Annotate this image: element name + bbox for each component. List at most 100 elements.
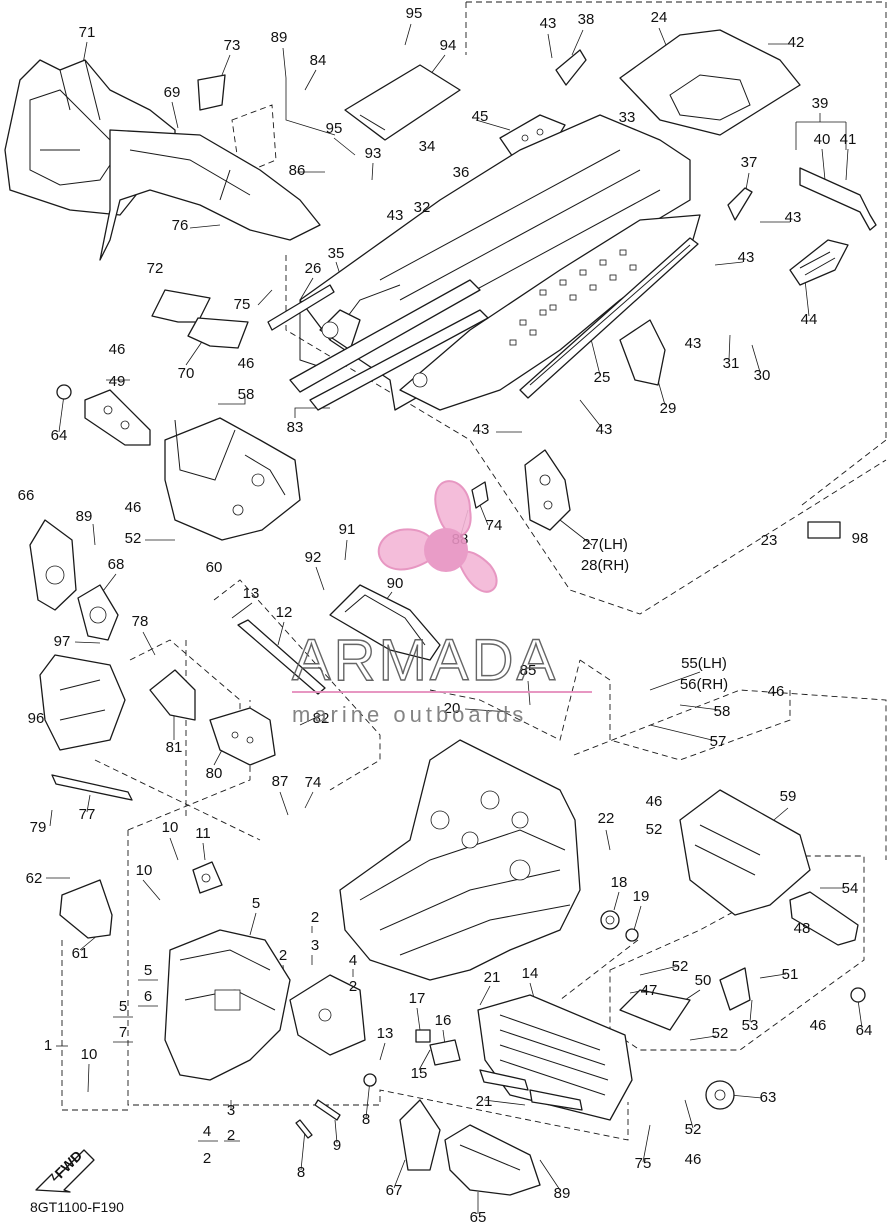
callout-9: 9 xyxy=(333,1137,341,1154)
callout-4: 4 xyxy=(349,952,357,969)
callout-50: 50 xyxy=(695,972,712,989)
part-18-19-bearing xyxy=(600,910,639,942)
callout-49: 49 xyxy=(109,373,126,390)
callout-31: 31 xyxy=(723,355,740,372)
callout-40: 40 xyxy=(814,131,831,148)
callout-52: 52 xyxy=(672,958,689,975)
callout-95: 95 xyxy=(326,120,343,137)
callout-18: 18 xyxy=(611,874,628,891)
callout-70: 70 xyxy=(178,365,195,382)
part-96-guard xyxy=(39,654,126,751)
callout-60: 60 xyxy=(206,559,223,576)
callout-46: 46 xyxy=(125,499,142,516)
callout-13: 13 xyxy=(377,1025,394,1042)
callout-43: 43 xyxy=(540,15,557,32)
callout-61: 61 xyxy=(72,945,89,962)
diagram-code: 8GT1100-F190 xyxy=(30,1199,124,1215)
callout-89: 89 xyxy=(554,1185,571,1202)
callout-26: 26 xyxy=(305,260,322,277)
callout-98: 98 xyxy=(852,530,869,547)
callout-8: 8 xyxy=(362,1111,370,1128)
callout-67: 67 xyxy=(386,1182,403,1199)
tunnel-vent-holes xyxy=(509,249,637,346)
part-66-cover xyxy=(29,519,77,611)
callout-75: 75 xyxy=(635,1155,652,1172)
callout-8: 8 xyxy=(297,1164,305,1181)
callout-69: 69 xyxy=(164,84,181,101)
callout-85: 85 xyxy=(520,662,537,679)
callout-96: 96 xyxy=(28,710,45,727)
part-64-nut xyxy=(56,384,866,1003)
part-65-boot xyxy=(444,1124,541,1196)
callout-16: 16 xyxy=(435,1012,452,1029)
part-59-plate xyxy=(679,789,811,916)
callout-80: 80 xyxy=(206,765,223,782)
callout-38: 38 xyxy=(578,11,595,28)
callout-24: 24 xyxy=(651,9,668,26)
callout-20: 20 xyxy=(444,700,461,717)
callout-29: 29 xyxy=(660,400,677,417)
callout-89: 89 xyxy=(271,29,288,46)
callout-15: 15 xyxy=(411,1065,428,1082)
part-8-9-bolts xyxy=(295,1073,377,1139)
callout-43: 43 xyxy=(785,209,802,226)
callout-48: 48 xyxy=(794,920,811,937)
callout-58: 58 xyxy=(238,386,255,403)
callout-27lh: 27(LH) xyxy=(582,536,628,553)
callout-54: 54 xyxy=(842,880,859,897)
watermark-brand: ARMADA xyxy=(292,628,558,693)
callout-21: 21 xyxy=(476,1093,493,1110)
callout-58: 58 xyxy=(714,703,731,720)
callout-55lh: 55(LH) xyxy=(681,655,727,672)
part-25-slide-rail xyxy=(519,237,699,399)
callout-5: 5 xyxy=(119,998,127,1015)
part-83-rail xyxy=(289,279,489,411)
callout-65: 65 xyxy=(470,1209,487,1223)
callout-33: 33 xyxy=(619,109,636,126)
callout-97: 97 xyxy=(54,633,71,650)
callout-2: 2 xyxy=(203,1150,211,1167)
callout-43: 43 xyxy=(738,249,755,266)
callout-5: 5 xyxy=(144,962,152,979)
callout-72: 72 xyxy=(147,260,164,277)
part-24-heat-shield xyxy=(619,29,801,136)
callout-2: 2 xyxy=(349,978,357,995)
callout-36: 36 xyxy=(453,164,470,181)
callout-57: 57 xyxy=(710,733,727,750)
part-49-bracket xyxy=(84,389,151,446)
callout-84: 84 xyxy=(310,52,327,69)
callout-52: 52 xyxy=(646,821,663,838)
callout-52: 52 xyxy=(685,1121,702,1138)
callout-19: 19 xyxy=(633,888,650,905)
callout-82: 82 xyxy=(313,710,330,727)
part-70-pad xyxy=(187,317,249,349)
callout-41: 41 xyxy=(840,131,857,148)
part-27-28-mount xyxy=(524,449,571,531)
callout-46: 46 xyxy=(238,355,255,372)
part-73-bracket xyxy=(197,74,226,111)
callout-6: 6 xyxy=(144,988,152,1005)
callout-93: 93 xyxy=(365,145,382,162)
part-12-arm xyxy=(237,619,326,695)
part-47-50-guards xyxy=(619,967,751,1031)
callout-21: 21 xyxy=(484,969,501,986)
callout-46: 46 xyxy=(109,341,126,358)
callout-5: 5 xyxy=(252,895,260,912)
part-37-bracket xyxy=(727,187,753,221)
part-69-frame-brace xyxy=(99,129,321,261)
callout-86: 86 xyxy=(289,162,306,179)
part-77-rod xyxy=(51,774,133,801)
callout-78: 78 xyxy=(132,613,149,630)
callout-59: 59 xyxy=(780,788,797,805)
leader-lines xyxy=(46,23,863,1214)
callout-91: 91 xyxy=(339,521,356,538)
callout-52: 52 xyxy=(712,1025,729,1042)
part-63-hub xyxy=(705,1080,735,1110)
part-72-pad xyxy=(151,289,211,323)
propeller-logo-icon xyxy=(377,480,498,593)
callout-17: 17 xyxy=(409,990,426,1007)
callout-75: 75 xyxy=(234,296,251,313)
callout-43: 43 xyxy=(685,335,702,352)
